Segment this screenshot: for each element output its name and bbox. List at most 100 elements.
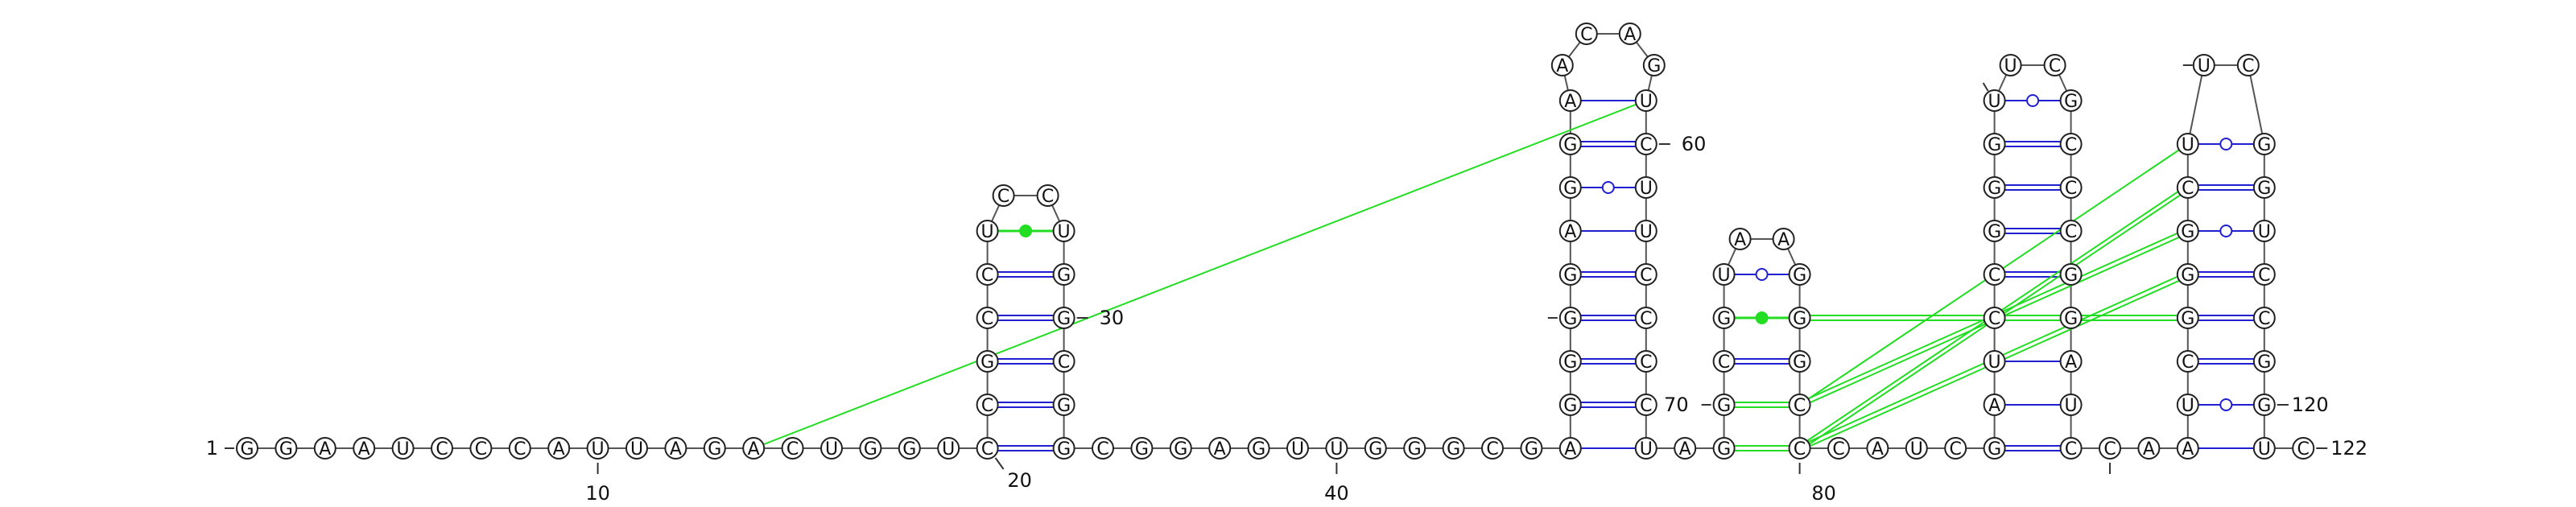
- nucleotide: U: [2176, 133, 2199, 155]
- nucleotide-letter: C: [1832, 439, 1844, 460]
- position-label: 30: [1076, 307, 1124, 329]
- nucleotide-letter: C: [981, 309, 993, 329]
- nucleotide: C: [1575, 23, 1598, 45]
- nucleotide-letter: U: [1718, 266, 1731, 286]
- nucleotide-letter: G: [1563, 266, 1577, 286]
- nucleotide: G: [1052, 394, 1075, 416]
- nucleotide: U: [1634, 437, 1657, 460]
- nucleotide-letter: A: [1624, 25, 1636, 45]
- nucleotide-letter: G: [1252, 439, 1265, 460]
- nucleotide: A: [1208, 437, 1232, 460]
- nucleotide: G: [1558, 176, 1582, 199]
- nucleotide: C: [431, 437, 453, 460]
- nucleotide-letter: G: [1057, 439, 1071, 460]
- nucleotide: U: [1052, 220, 1075, 242]
- base-pair: [997, 445, 1054, 451]
- nucleotide: U: [1634, 89, 1657, 112]
- svg-text:10: 10: [585, 482, 610, 505]
- nucleotide: U: [1999, 54, 2022, 76]
- nucleotide-letter: A: [1679, 439, 1691, 460]
- nucleotide-letter: G: [2257, 352, 2271, 373]
- nucleotide-letter: G: [1988, 135, 2001, 155]
- nucleotide-letter: C: [1718, 352, 1730, 373]
- nucleotide: U: [2176, 394, 2199, 416]
- nucleotide: G: [1520, 437, 1543, 460]
- base-pair: [1734, 311, 1790, 324]
- nucleotide: C: [1634, 350, 1657, 373]
- base-pair: [1580, 315, 1636, 321]
- base-pair: [2004, 94, 2061, 107]
- nucleotide-letter: C: [2065, 439, 2077, 460]
- pseudoknot-pair: [1724, 445, 1800, 451]
- nucleotide: C: [1634, 263, 1657, 286]
- nucleotide-letter: A: [670, 439, 682, 460]
- nucleotide-letter: G: [1057, 309, 1071, 329]
- nucleotide-letter: C: [1794, 439, 1806, 460]
- nucleotide: U: [976, 220, 999, 242]
- nucleotide: C: [2059, 133, 2083, 155]
- nucleotide-letter: C: [436, 439, 448, 460]
- nucleotide: A: [2176, 437, 2199, 460]
- nucleotide-letter: U: [2065, 396, 2078, 416]
- nucleotide: G: [2059, 89, 2083, 112]
- nucleotide-letter: A: [1872, 439, 1884, 460]
- nucleotide-letter: G: [1563, 135, 1577, 155]
- nucleotide: G: [1983, 437, 2006, 460]
- nucleotide: G: [1130, 437, 1154, 460]
- nucleotide: C: [1634, 394, 1657, 416]
- position-label: 1: [206, 437, 234, 460]
- nucleotide: G: [1712, 394, 1736, 416]
- base-pair: [2198, 358, 2254, 365]
- nucleotide: G: [1788, 263, 1811, 286]
- nucleotide: C: [1827, 437, 1850, 460]
- nucleotide: C: [1788, 437, 1811, 460]
- nucleotide-letter: U: [1058, 222, 1071, 242]
- nucleotide: U: [937, 437, 960, 460]
- nucleotide-letter: U: [1640, 222, 1653, 242]
- nucleotide-letter: C: [2065, 179, 2077, 199]
- base-pair: [2004, 228, 2061, 234]
- nucleotide-letter: G: [2181, 222, 2194, 242]
- nucleotide: C: [781, 437, 804, 460]
- svg-text:120: 120: [2292, 394, 2329, 416]
- nucleotide-letter: A: [2065, 352, 2077, 373]
- nucleotide: U: [2252, 220, 2276, 242]
- svg-text:70: 70: [1664, 394, 1689, 416]
- nucleotide: C: [2099, 437, 2121, 460]
- base-pair: [1580, 358, 1636, 365]
- nucleotide: C: [1983, 263, 2006, 286]
- position-label: 70: [1664, 394, 1711, 416]
- nucleotide-letter: U: [592, 439, 605, 460]
- backbone-segment: [2247, 64, 2265, 145]
- base-pair: [1580, 181, 1636, 194]
- nucleotide-letter: C: [1640, 396, 1652, 416]
- nucleotide: C: [1092, 437, 1114, 460]
- nucleotide-letter: U: [1910, 439, 1923, 460]
- nucleotide-letter: U: [2004, 56, 2017, 76]
- nucleotide-letter: A: [1214, 439, 1226, 460]
- nucleotide-letter: G: [1717, 439, 1731, 460]
- nucleotide: C: [2236, 54, 2260, 76]
- nucleotide: G: [1247, 437, 1270, 460]
- nucleotide-letter: C: [475, 439, 487, 460]
- nucleotide-letter: G: [1563, 309, 1577, 329]
- base-pair: [2198, 225, 2254, 237]
- base-pair: [1734, 358, 1790, 365]
- nucleotide-letter: U: [1640, 92, 1653, 112]
- base-pair: [2004, 445, 2061, 451]
- nucleotide-letter: C: [1950, 439, 1962, 460]
- nucleotide-letter: C: [2065, 135, 2077, 155]
- nucleotide: A: [547, 437, 571, 460]
- nucleotide-letter: U: [2182, 396, 2194, 416]
- base-pair: [1580, 271, 1636, 278]
- nucleotide: U: [1712, 263, 1736, 286]
- nucleotide: U: [2192, 54, 2215, 76]
- nucleotide: C: [2059, 176, 2083, 199]
- nucleotide-letter: C: [2297, 439, 2310, 460]
- nucleotide-letter: U: [2258, 439, 2271, 460]
- nucleotide: A: [664, 437, 687, 460]
- nucleotide: G: [1558, 133, 1582, 155]
- nucleotide-letter: C: [2049, 56, 2061, 76]
